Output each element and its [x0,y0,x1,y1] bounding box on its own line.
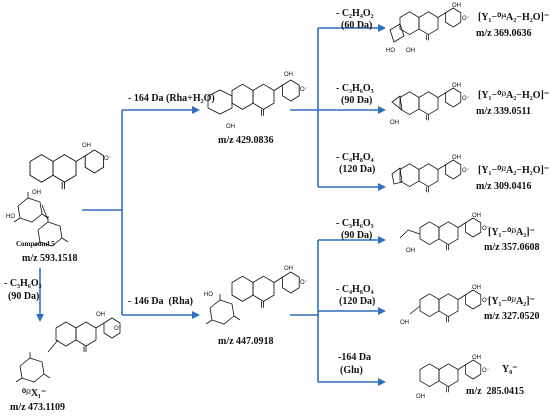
fragment-2-structure: OH O⁻ OH [390,83,470,126]
fragment-5-loss-formula: - C₄H₈O₄ [336,284,374,295]
fragment-4-loss-mass: (90 Da) [341,230,372,241]
svg-text:OH: OH [96,312,105,318]
bottom-product-structure: OH O⁻ [15,312,122,383]
compound-oh-2: OH [32,190,41,196]
fragment-5-ion: [Y₁−⁰ʲ²A₂]⁻ [488,296,535,307]
compound-label: Compound 5 [16,240,55,248]
fragment-1-structure: OH O⁻ HO OH [386,3,470,54]
fragment-5-mz: m/z 327.0520 [484,311,540,322]
fragment-1-mz: m/z 369.0636 [476,28,532,39]
svg-text:O⁻: O⁻ [462,16,470,22]
svg-text:OH: OH [452,155,461,161]
pathway-arrows [36,24,386,386]
fragment-3-loss-formula: - C₄H₈O₄ [336,152,374,163]
fragment-4-structure: OH O⁻ OH [399,213,490,254]
bottom-branch-ion-label: ⁰ʲ²X₁⁻ [22,388,46,399]
fragment-1-loss-mass: (60 Da) [341,20,372,31]
fragment-5-loss-mass: (120 Da) [339,296,375,307]
fragment-2-loss-mass: (90 Da) [341,95,372,106]
svg-text:OH: OH [284,72,293,78]
compound-oh: OH [82,143,91,149]
svg-text:OH: OH [406,248,415,254]
top-branch-mz: m/z 429.0836 [218,135,274,146]
svg-text:OH: OH [390,120,399,126]
fragment-3-structure: OH O⁻ [391,155,470,193]
fragment-structures: OH O⁻ HO OH OH O⁻ OH OH O⁻ OH O⁻ OH [386,3,490,400]
fragment-3-ion: [Y₁−⁰ʲ²A₂−H₂O]⁻ [478,165,549,176]
svg-text:HO: HO [204,292,213,298]
fragment-ion-labels: [Y₁−⁰ʲ⁴A₂−H₂O]⁻ m/z 369.0636 [Y₁−⁰ʲ³A₂−H… [466,12,549,397]
middle-product-structure: OH O⁻ HO [204,266,308,325]
svg-text:O⁻: O⁻ [482,368,490,374]
svg-text:OH: OH [400,320,409,326]
compound-ho: HO [6,214,15,220]
bottom-branch-mz: m/z 473.1109 [10,402,65,413]
fragment-2-mz: m/z 339.0511 [476,106,531,117]
fragment-6-loss-mass: (Glu) [340,365,363,376]
svg-text:OH: OH [416,394,425,400]
svg-text:O⁻: O⁻ [482,226,490,232]
fragment-3-mz: m/z 309.0416 [476,181,532,192]
fragment-4-ion: [Y₁−⁰ʲ³A₂]⁻ [488,227,535,238]
top-product-structure: OH O⁻ OH [207,72,308,130]
svg-text:O⁻: O⁻ [300,280,308,286]
svg-text:O⁻: O⁻ [482,298,490,304]
fragment-1-ion: [Y₁−⁰ʲ⁴A₂−H₂O]⁻ [478,12,549,23]
top-branch-loss-label: - 164 Da (Rha+H₂O) [128,93,215,104]
svg-text:OH: OH [452,3,461,9]
svg-text:O⁻: O⁻ [114,326,122,332]
middle-branch-mz: m/z 447.0918 [218,336,274,347]
svg-text:OH: OH [406,48,415,54]
svg-text:OH: OH [284,266,293,272]
svg-text:OH: OH [452,83,461,89]
svg-text:O⁻: O⁻ [462,168,470,174]
compound-mz: m/z 593.1518 [22,253,78,264]
bottom-branch-loss-mass: (90 Da) [8,291,39,302]
svg-text:OH: OH [472,355,481,361]
bottom-branch-loss-formula: - C₃H₆O₃ [4,278,42,289]
fragment-6-structure: OH O⁻ OH [416,355,490,400]
fragment-4-loss-formula: - C₃H₆O₃ [336,218,374,229]
fragment-2-ion: [Y₁−⁰ʲ³A₂−H₂O]⁻ [478,90,549,101]
svg-text:OH: OH [472,285,481,291]
svg-text:HO: HO [386,48,395,54]
fragment-1-loss-formula: - C₂H₄O₂ [336,8,374,19]
svg-text:O⁻: O⁻ [300,87,308,93]
compound-o-minus: O⁻ [104,156,112,162]
svg-text:OH: OH [226,124,235,130]
fragment-loss-labels: - C₂H₄O₂ (60 Da) - C₃H₆O₃ (90 Da) - C₄H₈… [336,8,375,376]
middle-branch-loss-label: - 146 Da (Rha) [128,296,193,307]
fragment-4-mz: m/z 357.0608 [484,242,540,253]
fragment-6-mz: m/z 285.0415 [466,386,524,397]
fragment-5-structure: OH O⁻ OH [400,285,490,326]
svg-text:OH: OH [472,213,481,219]
compound-5-structure: OH O⁻ OH HO [6,143,112,247]
fragment-3-loss-mass: (120 Da) [339,164,375,175]
svg-text:O⁻: O⁻ [462,96,470,102]
fragment-2-loss-formula: - C₃H₆O₃ [336,83,374,94]
fragment-6-ion: Y₀⁻ [502,364,518,375]
fragment-6-loss-formula: -164 Da [338,352,371,363]
